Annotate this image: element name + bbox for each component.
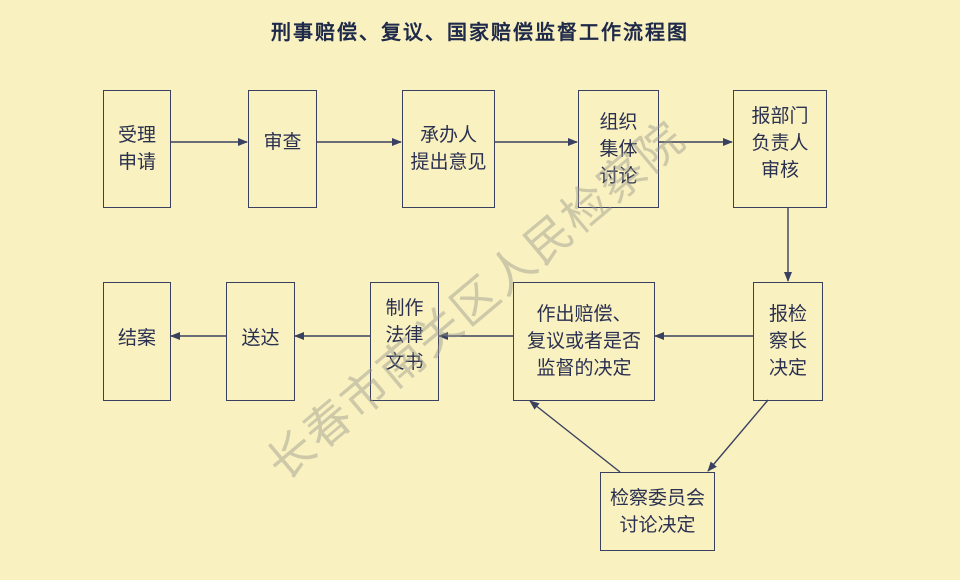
- node-text: 讨论: [599, 164, 638, 187]
- node-document: 制作法律文书: [370, 282, 439, 401]
- node-text: 送达: [241, 327, 280, 349]
- node-text: 报检: [768, 303, 807, 325]
- node-text: 讨论决定: [619, 513, 696, 536]
- node-text: 法律: [385, 324, 424, 346]
- node-accept: 受理申请: [103, 90, 171, 208]
- diagram-title: 刑事赔偿、复议、国家赔偿监督工作流程图: [271, 20, 689, 44]
- node-text: 申请: [117, 151, 156, 173]
- node-text: 组织: [599, 110, 638, 133]
- node-committee: 检察委员会讨论决定: [600, 472, 715, 551]
- arrow-committee-decision: [529, 400, 621, 473]
- node-deliver: 送达: [226, 282, 295, 401]
- node-text: 集体: [599, 137, 638, 160]
- node-text: 受理: [117, 124, 156, 146]
- node-text: 决定: [768, 357, 807, 379]
- node-text: 提出意见: [410, 151, 487, 173]
- node-text: 承办人: [419, 124, 477, 146]
- arrow-chief-committee: [707, 399, 769, 472]
- node-handler: 承办人提出意见: [402, 90, 495, 208]
- node-collective: 组织集体讨论: [578, 90, 659, 208]
- node-decision: 作出赔偿、复议或者是否监督的决定: [513, 282, 655, 401]
- node-text: 监督的决定: [536, 357, 632, 379]
- node-chief: 报检察长决定: [753, 282, 823, 401]
- node-text: 文书: [385, 351, 424, 373]
- node-text: 察长: [768, 330, 807, 352]
- node-close: 结案: [103, 282, 171, 401]
- node-text: 报部门: [751, 105, 809, 127]
- node-review: 审查: [248, 90, 317, 208]
- node-text: 作出赔偿、: [536, 303, 632, 325]
- node-text: 审查: [263, 131, 302, 153]
- node-text: 制作: [385, 297, 424, 319]
- node-text: 审核: [760, 159, 799, 181]
- node-dept-head: 报部门负责人审核: [733, 90, 827, 208]
- node-text: 结案: [117, 327, 156, 349]
- node-text: 复议或者是否: [526, 330, 641, 352]
- node-text: 检察委员会: [609, 486, 705, 509]
- node-text: 负责人: [751, 132, 809, 154]
